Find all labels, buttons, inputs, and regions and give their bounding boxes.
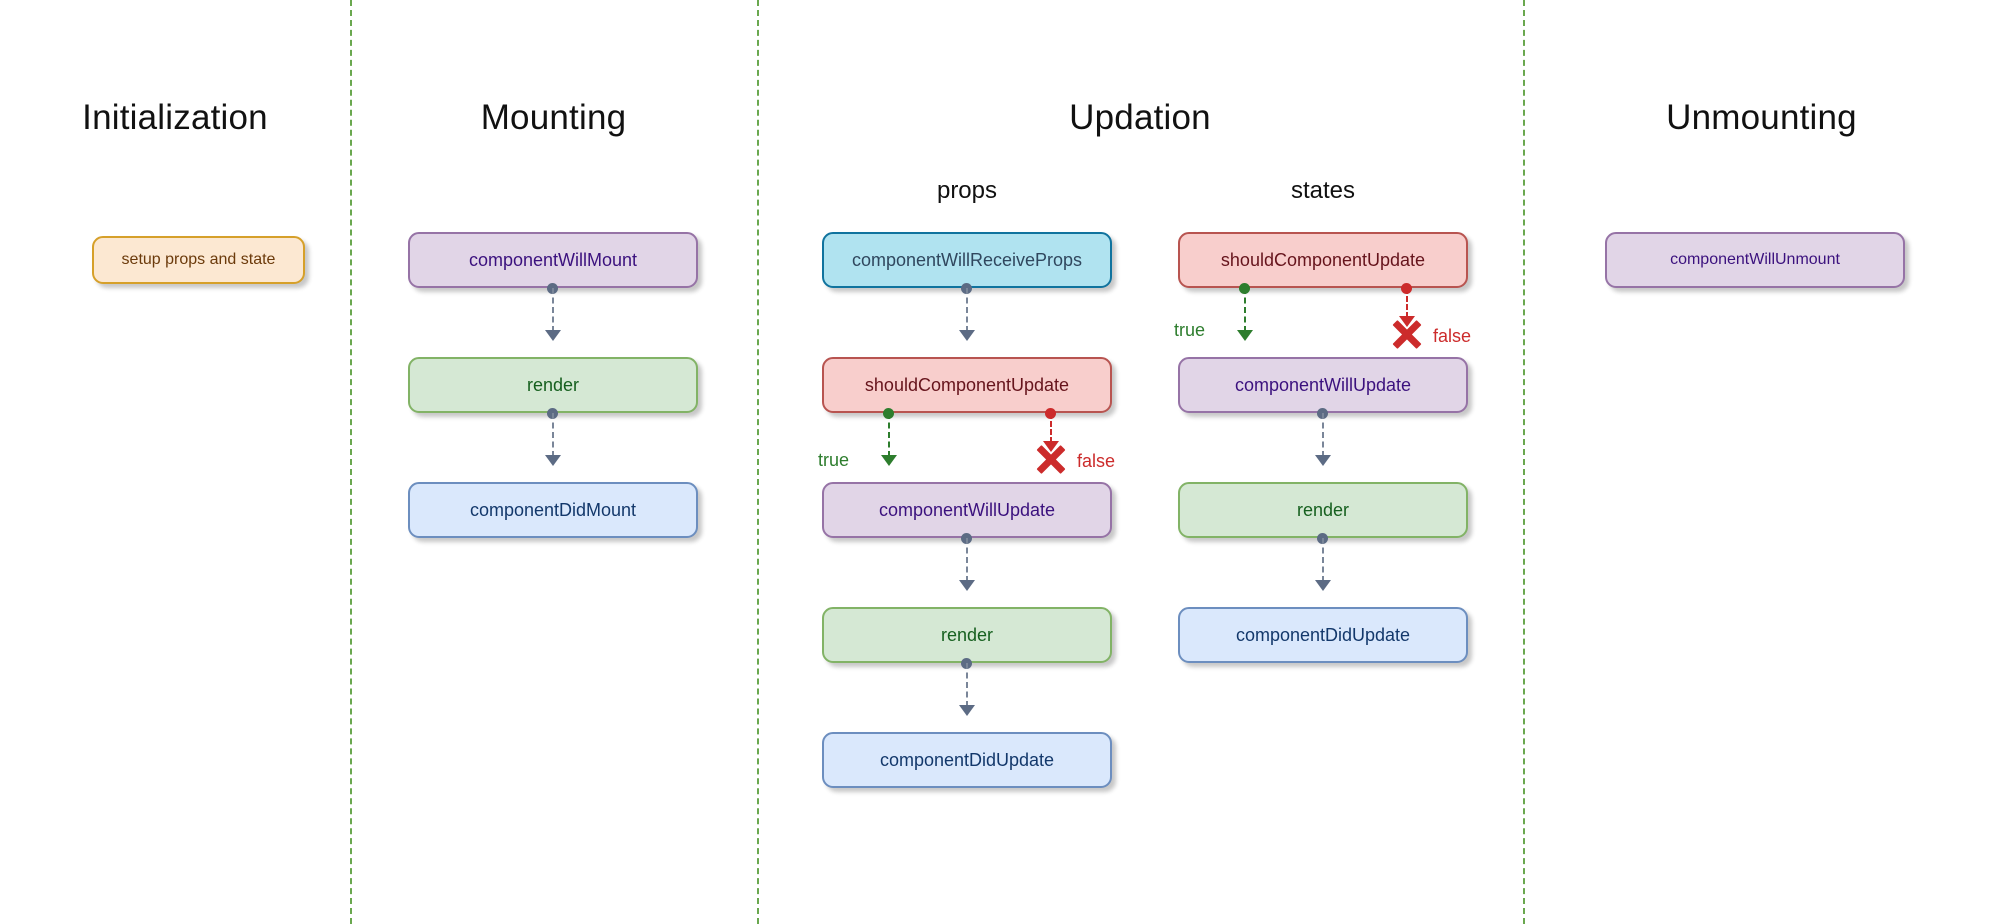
node-props-should-component-update[interactable]: shouldComponentUpdate (822, 357, 1112, 413)
node-states-component-did-update[interactable]: componentDidUpdate (1178, 607, 1468, 663)
column-separator-2 (757, 0, 759, 924)
section-title-mounting: Mounting (480, 98, 627, 137)
node-component-will-receive-props[interactable]: componentWillReceiveProps (822, 232, 1112, 288)
column-separator-3 (1523, 0, 1525, 924)
node-states-render[interactable]: render (1178, 482, 1468, 538)
node-setup-props-and-state[interactable]: setup props and state (92, 236, 305, 284)
node-props-component-will-update[interactable]: componentWillUpdate (822, 482, 1112, 538)
branch-label-states-true: true (1174, 320, 1206, 340)
connector-arrowhead (1315, 455, 1331, 466)
false-branch-line (1406, 288, 1408, 318)
connector-line (1322, 413, 1324, 457)
branch-label-props-false: false (1077, 451, 1116, 471)
blocked-path-x-icon (1390, 317, 1424, 351)
connector-arrowhead (545, 330, 561, 341)
false-branch-line (1050, 413, 1052, 443)
true-branch-arrowhead (881, 455, 897, 466)
connector-line (1322, 538, 1324, 582)
true-branch-line (1244, 288, 1246, 332)
node-component-will-mount[interactable]: componentWillMount (408, 232, 698, 288)
connector-arrowhead (545, 455, 561, 466)
subsection-title-states: states (1290, 177, 1356, 204)
connector-line (966, 288, 968, 332)
node-component-will-unmount[interactable]: componentWillUnmount (1605, 232, 1905, 288)
connector-arrowhead (959, 330, 975, 341)
true-branch-arrowhead (1237, 330, 1253, 341)
node-props-component-did-update[interactable]: componentDidUpdate (822, 732, 1112, 788)
node-component-did-mount[interactable]: componentDidMount (408, 482, 698, 538)
section-title-initialization: Initialization (82, 98, 268, 137)
node-props-render[interactable]: render (822, 607, 1112, 663)
false-branch-arrowhead (1043, 441, 1059, 452)
blocked-path-x-icon (1034, 442, 1068, 476)
connector-line (966, 538, 968, 582)
branch-label-props-true: true (818, 450, 850, 470)
connector-arrowhead (959, 705, 975, 716)
node-states-component-will-update[interactable]: componentWillUpdate (1178, 357, 1468, 413)
connector-line (552, 288, 554, 332)
connector-line (966, 663, 968, 707)
connector-arrowhead (959, 580, 975, 591)
connector-arrowhead (1315, 580, 1331, 591)
node-mounting-render[interactable]: render (408, 357, 698, 413)
true-branch-line (888, 413, 890, 457)
subsection-title-props: props (936, 177, 998, 204)
section-title-updation: Updation (1069, 98, 1211, 137)
column-separator-1 (350, 0, 352, 924)
false-branch-arrowhead (1399, 316, 1415, 327)
branch-label-states-false: false (1433, 326, 1472, 346)
node-states-should-component-update[interactable]: shouldComponentUpdate (1178, 232, 1468, 288)
section-title-unmounting: Unmounting (1666, 98, 1857, 137)
connector-line (552, 413, 554, 457)
